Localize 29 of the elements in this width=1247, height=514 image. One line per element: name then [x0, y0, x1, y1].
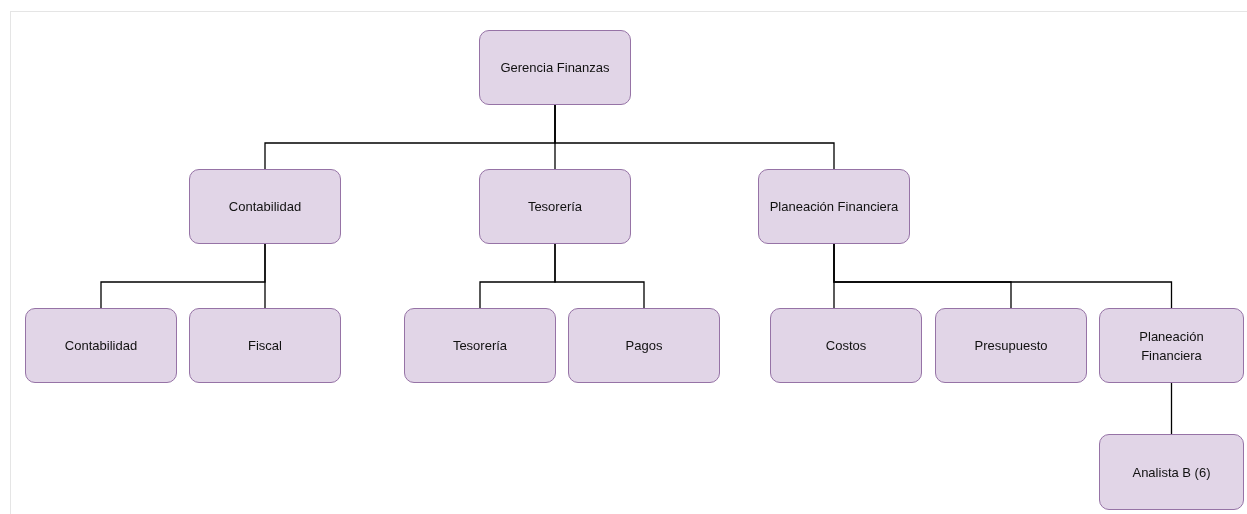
- org-box: [770, 308, 922, 383]
- box-label: Contabilidad: [64, 337, 138, 355]
- box-label: Planeación Financiera: [1138, 327, 1205, 365]
- org-box: [25, 308, 177, 383]
- org-box: [479, 169, 631, 244]
- box-label: Gerencia Finanzas: [500, 59, 610, 77]
- box-label: Presupuesto: [974, 337, 1048, 355]
- org-box: [479, 30, 631, 105]
- org-box: [189, 169, 341, 244]
- connector-line: [264, 243, 266, 309]
- org-box: [1099, 308, 1244, 383]
- org-box: [568, 308, 720, 383]
- connector-line: [1170, 382, 1173, 435]
- box-label: Analista B (6): [1132, 463, 1211, 482]
- org-box: [189, 308, 341, 383]
- connector-line: [554, 243, 645, 309]
- org-box: [935, 308, 1087, 383]
- box-label: Contabilidad: [228, 198, 302, 216]
- org-box: [758, 169, 910, 244]
- box-label: Tesorería: [527, 198, 583, 216]
- box-label: Costos: [825, 337, 867, 355]
- connector-line: [833, 243, 1173, 309]
- connector-line: [554, 104, 835, 170]
- org-box: [1099, 434, 1244, 510]
- org-box: [404, 308, 556, 383]
- box-label: Tesorería: [452, 337, 508, 355]
- box-label: Fiscal: [248, 337, 282, 355]
- box-label: Pagos: [625, 337, 663, 355]
- box-label: Planeación Financiera: [769, 198, 899, 216]
